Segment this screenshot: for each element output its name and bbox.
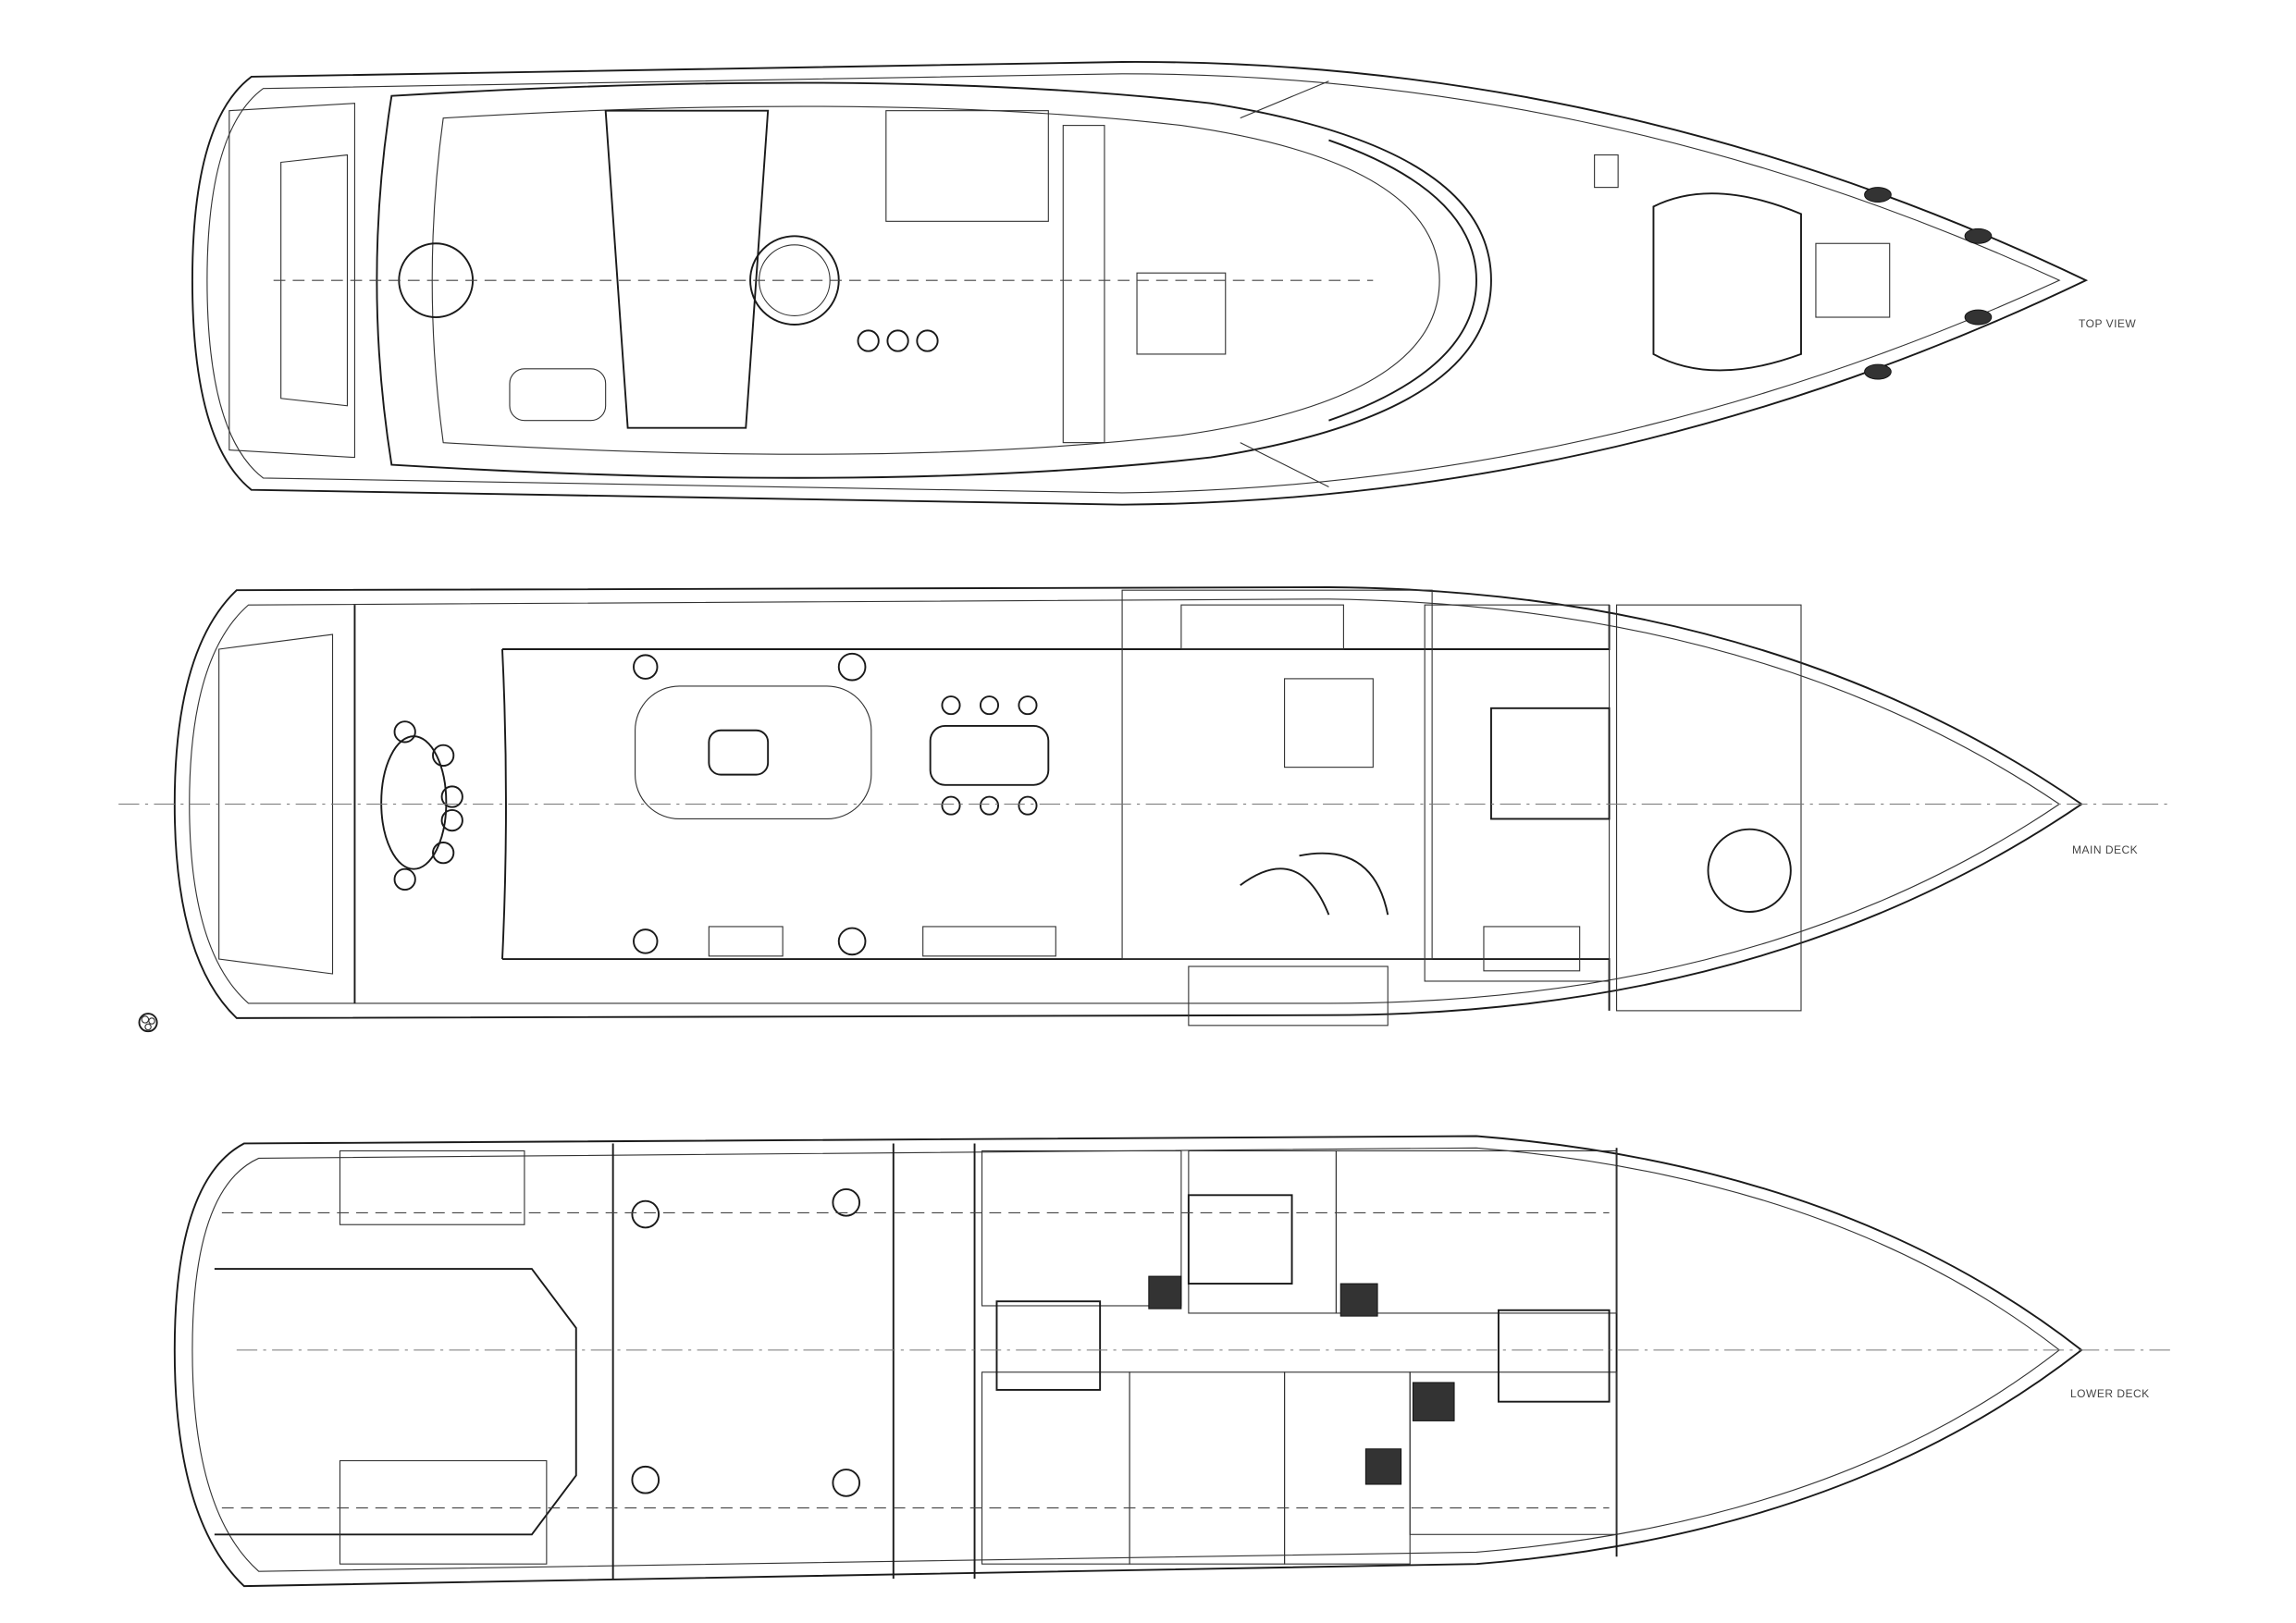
main-deck-plan <box>118 586 2170 1027</box>
main-deck-label: MAIN DECK <box>2072 843 2139 856</box>
top-view-plan <box>191 61 2089 506</box>
lower-deck-plan <box>173 1135 2170 1588</box>
compass-logo-icon <box>138 1013 158 1033</box>
top-view-label: TOP VIEW <box>2079 317 2137 330</box>
lower-deck-label: LOWER DECK <box>2070 1387 2150 1400</box>
